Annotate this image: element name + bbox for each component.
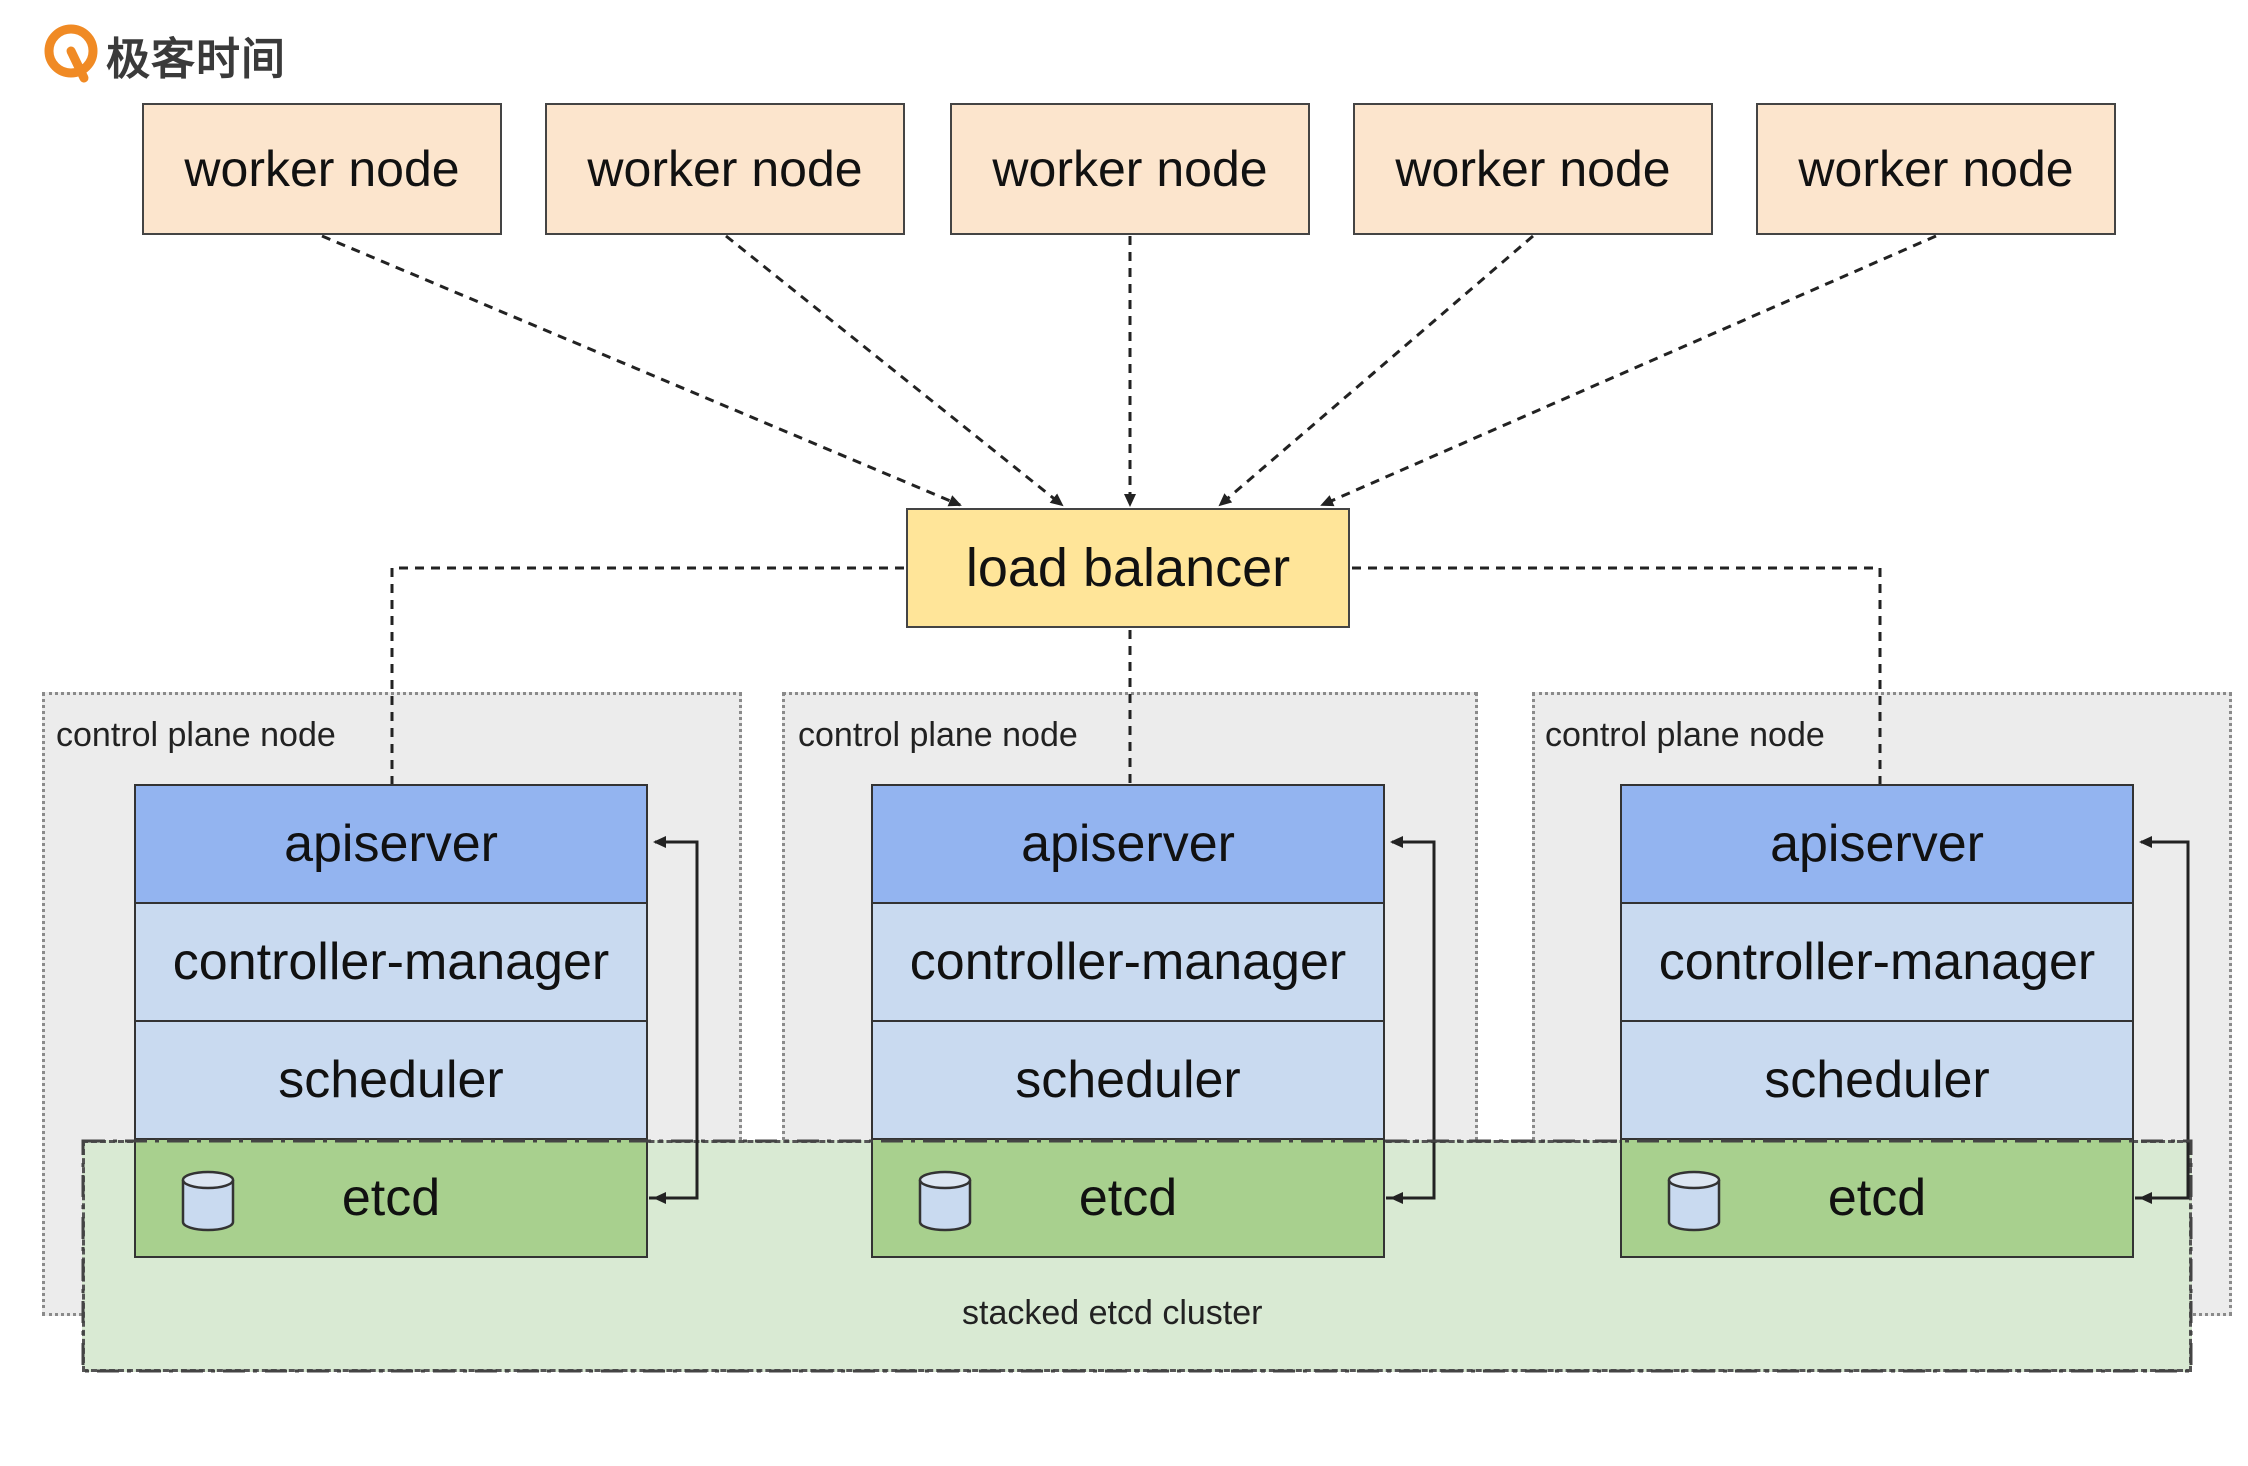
etcd-1: etcd xyxy=(134,1138,648,1258)
controller-manager-3: controller-manager xyxy=(1620,902,2134,1022)
etcd-3-to-apiserver-3-arrow xyxy=(2135,836,2190,1200)
worker-5-to-lb-arrow xyxy=(1320,234,1937,507)
scheduler-2: scheduler xyxy=(871,1020,1385,1140)
worker-node-1: worker node xyxy=(142,103,502,235)
scheduler-1: scheduler xyxy=(134,1020,648,1140)
controller-manager-1: controller-manager xyxy=(134,902,648,1022)
logo-text: 极客时间 xyxy=(106,34,286,85)
database-icon xyxy=(181,1170,235,1232)
lb-to-apiserver-3 xyxy=(1352,566,1882,784)
geektime-logo-icon xyxy=(44,24,98,83)
etcd-2-to-apiserver-2-arrow xyxy=(1386,836,1436,1200)
etcd-cluster-label: stacked etcd cluster xyxy=(962,1294,1263,1332)
etcd-label-1: etcd xyxy=(341,1169,441,1227)
component-stack-2: apiserver controller-manager scheduler e… xyxy=(871,784,1385,1258)
controller-manager-2: controller-manager xyxy=(871,902,1385,1022)
worker-node-5: worker node xyxy=(1756,103,2116,235)
worker-1-to-lb-arrow xyxy=(321,234,962,507)
apiserver-1: apiserver xyxy=(134,784,648,904)
etcd-label-2: etcd xyxy=(1078,1169,1178,1227)
component-stack-3: apiserver controller-manager scheduler e… xyxy=(1620,784,2134,1258)
worker-node-2: worker node xyxy=(545,103,905,235)
etcd-3: etcd xyxy=(1620,1138,2134,1258)
worker-2-to-lb-arrow xyxy=(725,234,1064,507)
worker-4-to-lb-arrow xyxy=(1218,234,1534,507)
etcd-cluster-border xyxy=(81,1139,2193,1373)
etcd-2: etcd xyxy=(871,1138,1385,1258)
lb-to-apiserver-1 xyxy=(390,566,904,784)
load-balancer: load balancer xyxy=(906,508,1350,628)
database-icon xyxy=(1667,1170,1721,1232)
worker-node-4: worker node xyxy=(1353,103,1713,235)
apiserver-2: apiserver xyxy=(871,784,1385,904)
control-plane-label-3: control plane node xyxy=(1545,716,1825,754)
control-plane-label-1: control plane node xyxy=(56,716,336,754)
etcd-1-to-apiserver-1-arrow xyxy=(649,836,699,1200)
logo: 极客时间 xyxy=(44,20,286,90)
database-icon xyxy=(918,1170,972,1232)
scheduler-3: scheduler xyxy=(1620,1020,2134,1140)
etcd-label-3: etcd xyxy=(1827,1169,1927,1227)
control-plane-label-2: control plane node xyxy=(798,716,1078,754)
component-stack-1: apiserver controller-manager scheduler e… xyxy=(134,784,648,1258)
worker-node-3: worker node xyxy=(950,103,1310,235)
